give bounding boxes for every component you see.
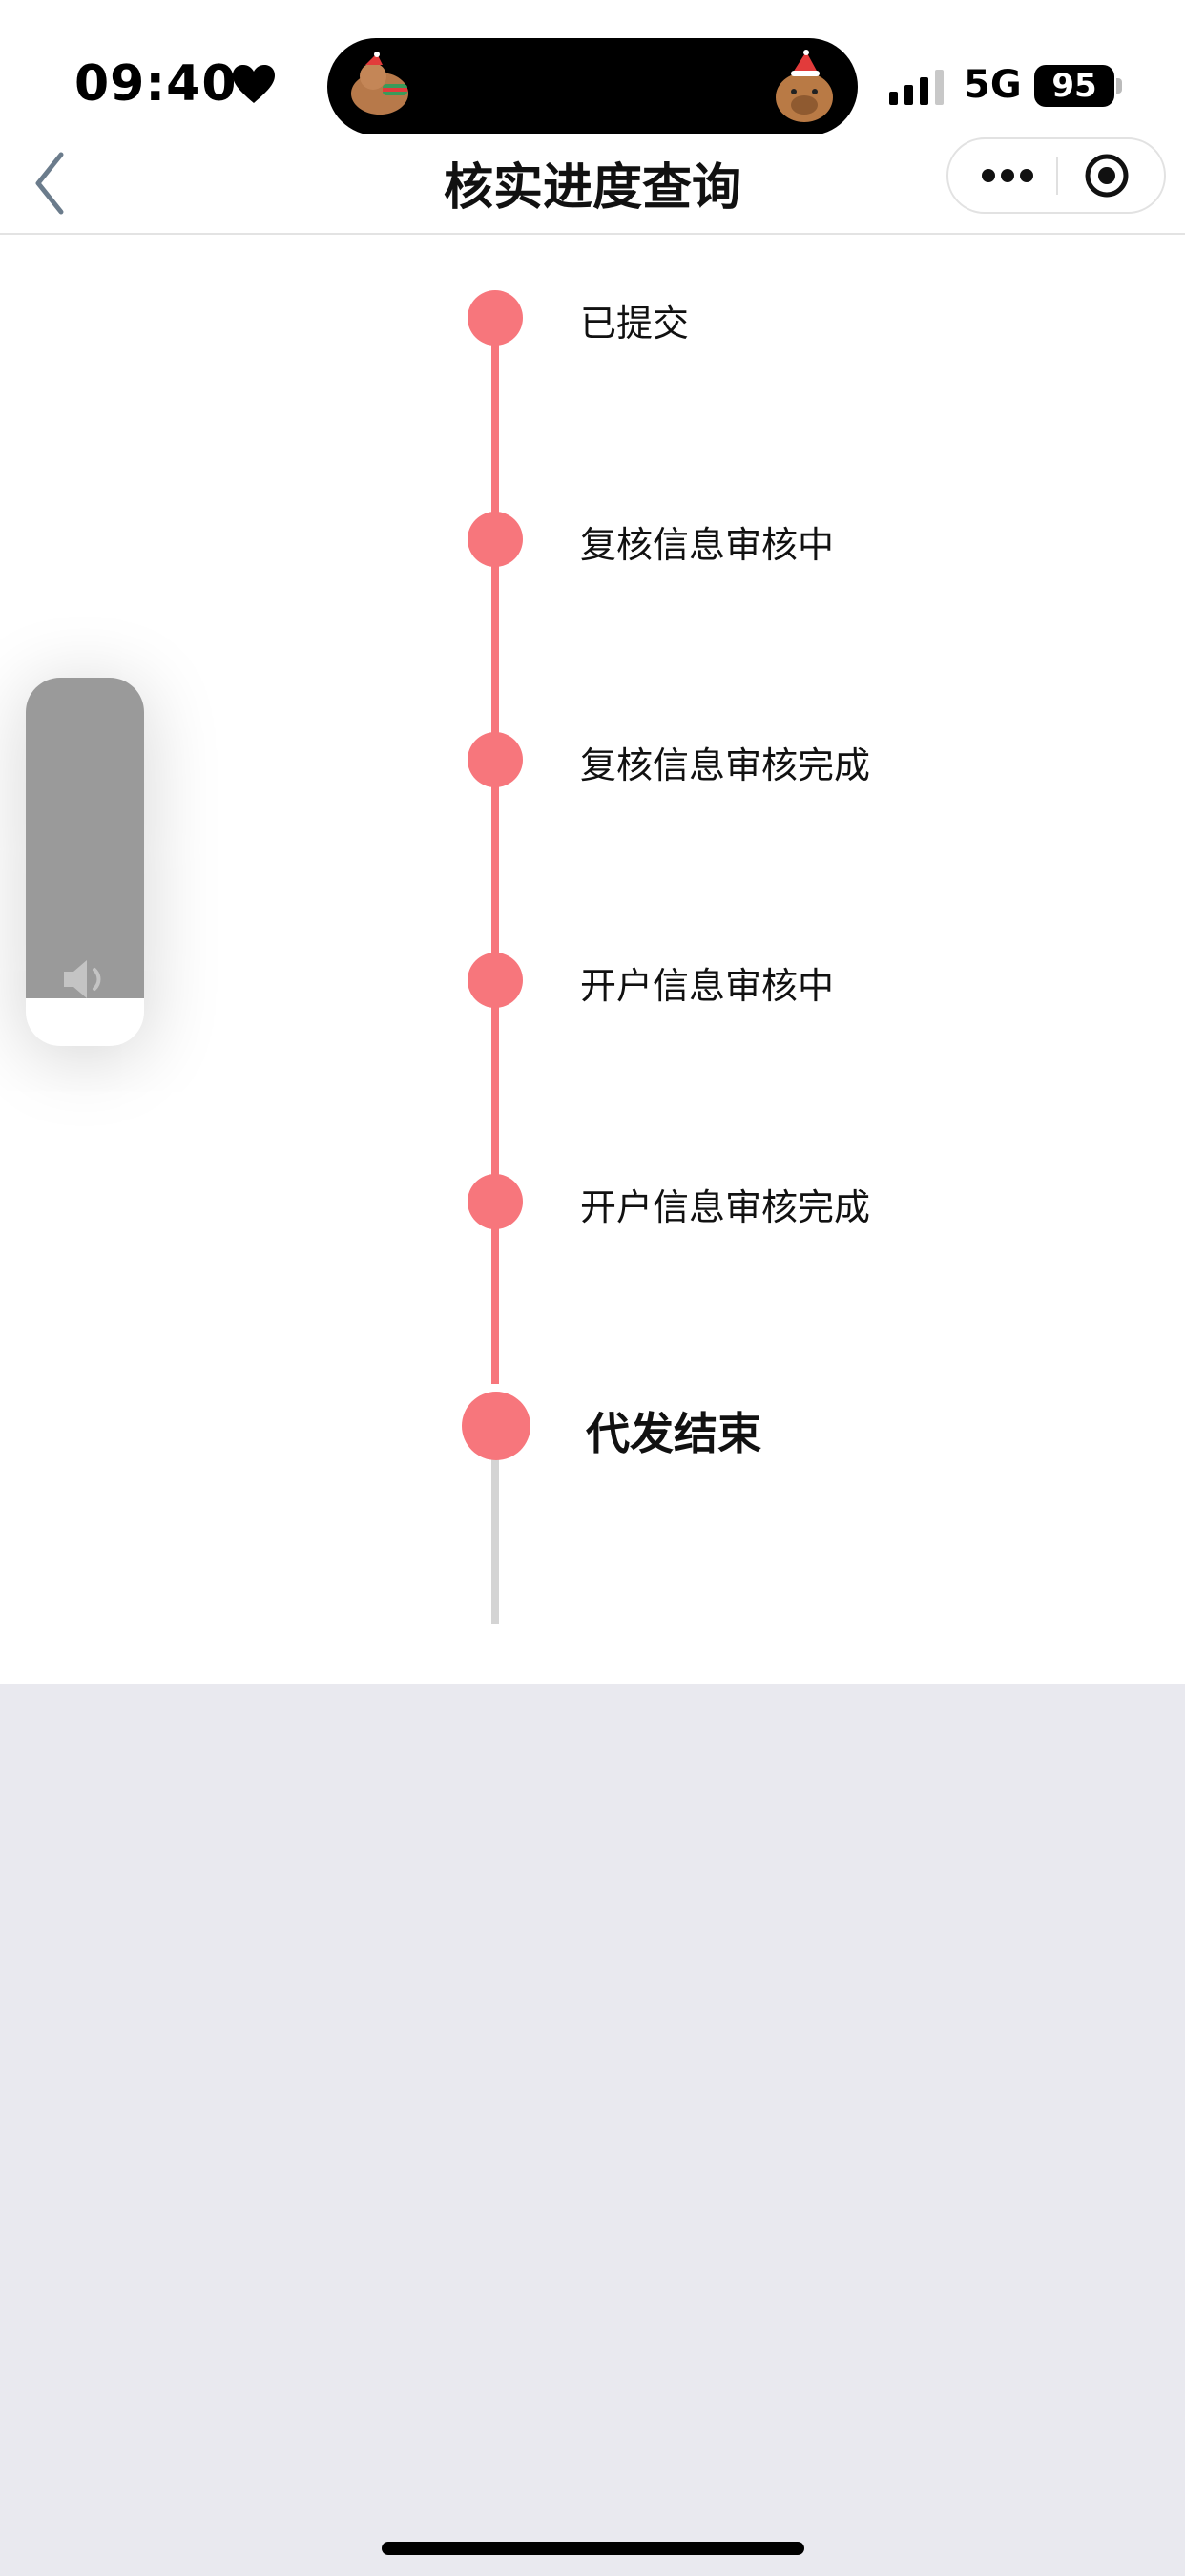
status-time: 09:40 xyxy=(74,55,238,113)
signal-strength-icon xyxy=(889,70,944,105)
step-label-account-complete: 开户信息审核完成 xyxy=(580,1186,871,1228)
volume-hud[interactable] xyxy=(26,678,144,1046)
step-dot-account-in-progress xyxy=(468,953,523,1008)
page-title: 核实进度查询 xyxy=(443,159,741,217)
timeline-line-completed xyxy=(491,317,499,1384)
step-dot-review-in-progress xyxy=(468,512,523,567)
back-chevron-icon[interactable] xyxy=(27,145,73,221)
home-indicator[interactable] xyxy=(382,2542,804,2555)
timeline-line-pending xyxy=(491,1428,499,1624)
speaker-icon xyxy=(64,960,101,998)
bear-sticker-icon xyxy=(351,52,408,115)
step-label-account-in-progress: 开户信息审核中 xyxy=(580,965,835,1007)
battery-indicator: 95 xyxy=(1034,65,1114,107)
step-dot-submitted xyxy=(468,290,523,346)
mini-program-capsule xyxy=(946,137,1166,214)
capybara-sticker-icon xyxy=(776,50,833,122)
navigation-bar: 核实进度查询 xyxy=(0,134,1185,235)
network-type: 5G xyxy=(964,63,1022,107)
step-label-review-complete: 复核信息审核完成 xyxy=(580,744,871,786)
step-label-review-in-progress: 复核信息审核中 xyxy=(580,524,835,566)
close-mini-program-icon[interactable] xyxy=(1071,139,1147,212)
battery-nub xyxy=(1116,78,1122,94)
capsule-divider xyxy=(1056,157,1058,195)
step-dot-review-complete xyxy=(468,732,523,787)
battery-level: 95 xyxy=(1051,67,1097,105)
more-dots-icon[interactable] xyxy=(969,139,1046,212)
volume-level-fill xyxy=(26,678,144,998)
step-dot-account-complete xyxy=(468,1174,523,1229)
dynamic-island xyxy=(327,38,858,136)
step-label-payroll-finished: 代发结束 xyxy=(586,1408,761,1459)
step-dot-payroll-finished xyxy=(462,1392,530,1460)
step-label-submitted: 已提交 xyxy=(580,303,690,345)
progress-timeline: 已提交 复核信息审核中 复核信息审核完成 开户信息审核中 开户信息审核完成 代发… xyxy=(0,235,1185,1684)
heart-icon xyxy=(233,65,275,103)
